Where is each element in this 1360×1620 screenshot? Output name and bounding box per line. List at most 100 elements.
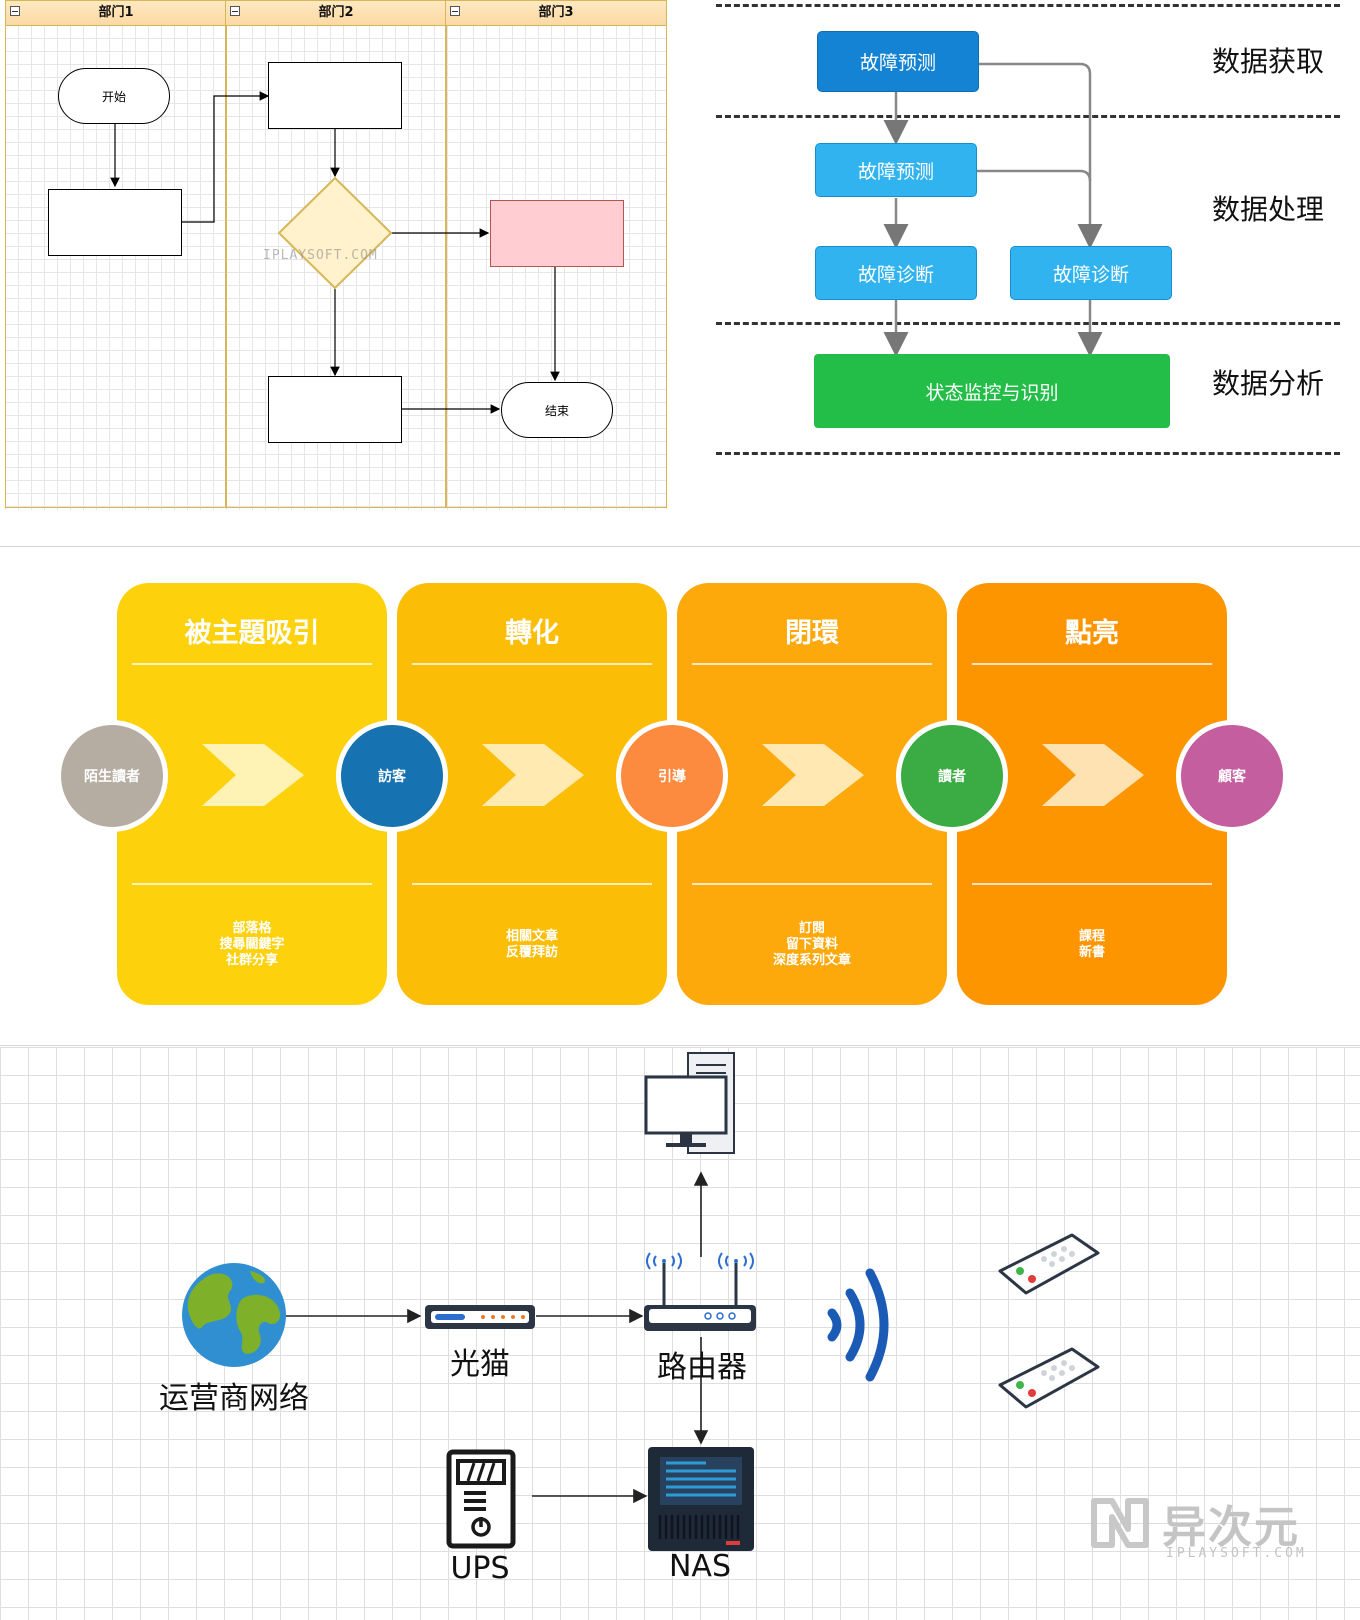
end-label: 结束 (544, 403, 569, 418)
panel-separator (0, 1045, 1360, 1046)
brand-name: 异次元 (1162, 1502, 1300, 1553)
network-canvas (284, 1171, 709, 1504)
stage-divider (692, 663, 932, 665)
stage-card: 轉化 相關文章 反覆拜訪 (397, 583, 667, 1005)
panel-separator (0, 546, 1360, 547)
desc-line: 社群分享 (225, 953, 278, 968)
layer-divider (716, 452, 1340, 455)
desc-line: 部落格 (232, 921, 272, 936)
stage-title: 點亮 (1065, 618, 1119, 649)
chevron-arrow-icon (762, 744, 864, 806)
modem-icon (425, 1305, 535, 1329)
state-monitor-node[interactable]: 状态监控与识别 (814, 354, 1170, 428)
lane-title: 部门1 (98, 5, 134, 20)
ups-icon (446, 1449, 516, 1549)
layer-divider (716, 115, 1340, 118)
node-label: 陌生讀者 (84, 769, 140, 785)
node-label: 故障诊断 (1052, 263, 1129, 286)
node-label: 引導 (658, 769, 686, 785)
node-label: 故障诊断 (857, 263, 934, 286)
label-router: 路由器 (657, 1350, 747, 1385)
start-terminal[interactable]: 开始 (58, 68, 170, 124)
collapse-icon[interactable] (450, 6, 460, 16)
nas-server-icon (648, 1447, 754, 1551)
lane-1: 部门1 (5, 0, 227, 508)
watermark-text: IPLAYSOFT.COM (263, 248, 378, 263)
network-diagram: 运营商网络 光猫 路由器 UPS NAS 异次元 IPLAYSOFT.COM (0, 1047, 1360, 1620)
swimlane-connectors (110, 91, 560, 414)
fault-diagnose-right[interactable]: 故障诊断 (1010, 246, 1172, 300)
stage-divider (412, 663, 652, 665)
node-label: 顧客 (1218, 769, 1246, 785)
stage-title: 被主題吸引 (184, 618, 320, 649)
lane-header[interactable]: 部门2 (226, 1, 446, 26)
desc-line: 搜尋關鍵字 (219, 937, 285, 952)
stage-title: 轉化 (505, 618, 559, 649)
lane-header[interactable]: 部门3 (446, 1, 666, 26)
stage-divider (692, 883, 932, 885)
label-ups: UPS (450, 1551, 510, 1586)
chevron-arrow-icon (202, 744, 304, 806)
collapse-icon[interactable] (230, 6, 240, 16)
lane-header[interactable]: 部门1 (6, 1, 226, 26)
stage-title: 閉環 (785, 618, 839, 649)
router-icon (644, 1252, 756, 1331)
swimlane-diagram: 部门1 部门2 部门3 开始 结 (5, 0, 667, 510)
process-box-pink[interactable] (490, 200, 624, 267)
fault-diagnose-left[interactable]: 故障诊断 (815, 246, 977, 300)
lane-title: 部门2 (318, 5, 354, 20)
layer-divider (716, 322, 1340, 325)
collapse-icon[interactable] (10, 6, 20, 16)
layer-label-acquire: 数据获取 (1212, 45, 1325, 78)
layered-process-diagram: 故障预测 故障预测 故障诊断 故障诊断 状态监控与识别 数据获取 数据处理 数据… (700, 0, 1360, 510)
label-modem: 光猫 (450, 1347, 510, 1382)
stage-description: 相關文章 反覆拜訪 (397, 929, 667, 961)
lane-3: 部门3 (445, 0, 667, 508)
desc-line: 相關文章 (505, 929, 558, 944)
layer-label-analyze: 数据分析 (1212, 367, 1325, 400)
desc-line: 留下資料 (785, 937, 838, 952)
desc-line: 訂閱 (798, 921, 825, 936)
smartphone-icon (998, 1233, 1100, 1295)
desc-line: 課程 (1078, 929, 1105, 944)
stage-divider (972, 663, 1212, 665)
chevron-arrow-icon (482, 744, 584, 806)
decision-diamond (277, 176, 393, 290)
stage-card: 閉環 訂閱 留下資料 深度系列文章 (677, 583, 947, 1005)
stage-description: 訂閱 留下資料 深度系列文章 (677, 921, 947, 969)
node-stranger[interactable]: 陌生讀者 (56, 720, 168, 832)
process-box-1[interactable] (48, 189, 182, 256)
node-reader[interactable]: 讀者 (896, 720, 1008, 832)
node-visitor[interactable]: 訪客 (336, 720, 448, 832)
stage-description: 課程 新書 (957, 929, 1227, 961)
stage-divider (132, 663, 372, 665)
smartphone-icon (998, 1347, 1100, 1409)
label-isp: 运营商网络 (159, 1381, 309, 1416)
fault-predict-mid[interactable]: 故障预测 (815, 143, 977, 197)
node-label: 訪客 (378, 769, 406, 785)
desc-line: 新書 (1078, 945, 1105, 960)
node-customer[interactable]: 顧客 (1176, 720, 1288, 832)
start-label: 开始 (101, 89, 126, 104)
fault-predict-top[interactable]: 故障预测 (817, 31, 979, 92)
end-terminal[interactable]: 结束 (501, 382, 613, 438)
desc-line: 深度系列文章 (772, 953, 851, 968)
stage-divider (412, 883, 652, 885)
layer-label-process: 数据处理 (1212, 193, 1325, 226)
lane-title: 部门3 (538, 5, 574, 20)
process-box-2[interactable] (268, 62, 402, 129)
stage-description: 部落格 搜尋關鍵字 社群分享 (117, 921, 387, 969)
process-connectors (883, 62, 1103, 357)
node-label: 故障预测 (859, 52, 936, 74)
node-label: 状态监控与识别 (925, 381, 1059, 404)
wifi-signal-icon (827, 1268, 889, 1382)
process-box-3[interactable] (268, 376, 402, 443)
node-label: 讀者 (938, 769, 966, 785)
stage-divider (132, 883, 372, 885)
layer-divider (716, 4, 1340, 7)
label-nas: NAS (668, 1549, 731, 1584)
desc-line: 反覆拜訪 (505, 945, 558, 960)
globe-icon (182, 1263, 286, 1367)
node-guide[interactable]: 引導 (616, 720, 728, 832)
brand-logo-icon (1091, 1498, 1149, 1548)
